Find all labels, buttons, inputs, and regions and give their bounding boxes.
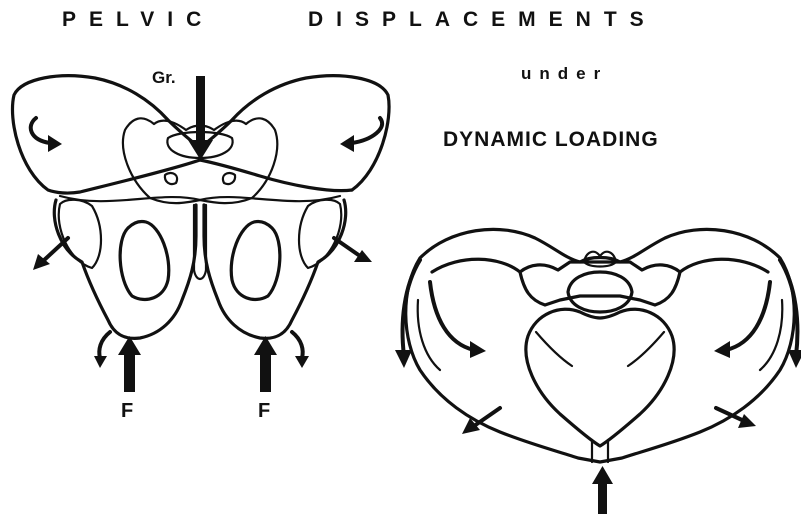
arrow-head-top-left-inner (470, 341, 486, 358)
arrow-head-ischium-left (94, 356, 107, 368)
top-inner-wing-left (432, 259, 520, 272)
arrow-hip-left-out (42, 238, 68, 262)
pelvic-brim (60, 196, 340, 201)
force-arrow-bottom-shaft (598, 480, 607, 514)
left-ilium-outline (12, 76, 200, 193)
force-arrow-bottom-head (592, 466, 613, 484)
right-acetabulum (299, 200, 341, 268)
arrow-top-left-inner (430, 282, 474, 350)
right-hip-outline (204, 200, 346, 338)
arrow-head-top-left-swing (395, 350, 412, 368)
left-obturator (120, 221, 169, 299)
arrow-ischium-right-down (292, 332, 303, 358)
arrow-head-top-right-swing (788, 350, 801, 368)
top-inner-wing-right (680, 259, 768, 272)
arrow-hip-right-out (334, 238, 360, 256)
top-vertebral-body (568, 272, 632, 312)
top-pelvic-inlet (526, 309, 674, 446)
arrow-top-right-inner (726, 282, 770, 350)
arrow-head-ischium-right (295, 356, 309, 368)
arrow-ilium-left-curl (31, 118, 50, 143)
arrow-head-ilium-left (48, 135, 62, 152)
arrow-top-lower-left (474, 408, 500, 426)
arrow-ischium-left-down (99, 332, 110, 358)
arrow-head-top-right-inner (714, 341, 730, 358)
top-inlet-line-left (536, 332, 572, 366)
force-arrow-left-shaft (124, 352, 135, 392)
pelvis-front-view (12, 76, 389, 392)
left-hip-outline (54, 200, 196, 338)
pelvis-top-view (395, 229, 801, 514)
sacral-foramen-l (165, 173, 177, 184)
top-inlet-line-right (628, 332, 664, 366)
arrow-ilium-right-curl (352, 118, 382, 143)
gravity-arrow-shaft (196, 76, 205, 144)
right-obturator (231, 221, 280, 299)
arrow-head-ilium-right (340, 135, 354, 152)
top-sacrum (520, 262, 680, 305)
left-acetabulum (59, 200, 101, 268)
sacral-foramen-r (223, 173, 235, 184)
force-arrow-right-shaft (260, 352, 271, 392)
